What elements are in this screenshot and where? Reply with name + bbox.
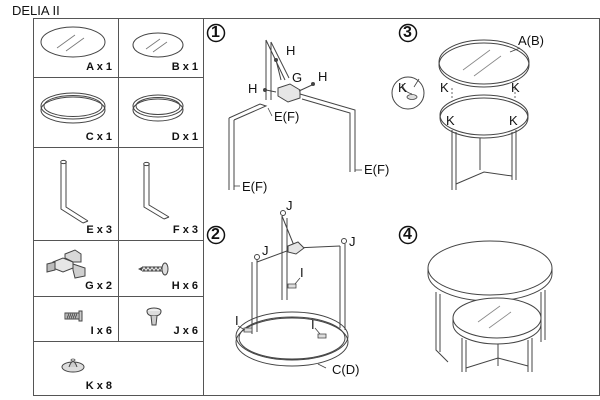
bolt-i-icon — [33, 296, 118, 341]
callout-g: G — [292, 70, 303, 85]
part-a-label: A x 1 — [86, 61, 112, 73]
part-a: A x 1 — [33, 18, 118, 77]
callout-i: I — [235, 313, 239, 328]
callout-i: I — [311, 317, 315, 332]
part-j-label: J x 6 — [173, 325, 198, 337]
part-i: I x 6 — [33, 296, 118, 341]
callout-ef: E(F) — [364, 162, 390, 177]
circle-icon — [398, 23, 418, 43]
callout-h: H — [286, 43, 296, 58]
connector-g-icon — [33, 240, 118, 296]
part-j: J x 6 — [118, 296, 204, 341]
screw-h-icon — [138, 240, 204, 296]
callout-cd: C(D) — [332, 362, 360, 377]
part-i-label: I x 6 — [90, 325, 112, 337]
page-title: DELIA II — [12, 3, 60, 18]
callout-ef: E(F) — [242, 179, 268, 194]
part-c: C x 1 — [33, 77, 118, 147]
part-k-label: K x 8 — [85, 380, 112, 392]
glass-top-large-icon — [33, 18, 118, 77]
pad-k-icon — [33, 341, 204, 396]
leg-tube-e-icon — [33, 147, 118, 240]
part-g: G x 2 — [33, 240, 118, 296]
circle-icon — [398, 225, 418, 245]
foot-cap-j-icon — [118, 296, 204, 341]
part-f-label: F x 3 — [172, 224, 198, 236]
callout-j: J — [286, 198, 293, 213]
part-b: B x 1 — [118, 18, 204, 77]
circle-icon — [206, 225, 226, 245]
step-1-marker: 1 — [208, 24, 217, 42]
part-k: K x 8 — [33, 341, 204, 396]
callout-k: K — [440, 80, 449, 95]
callout-ef: E(F) — [274, 109, 300, 124]
callout-j: J — [349, 234, 356, 249]
callout-k: K — [509, 113, 518, 128]
part-g-label: G x 2 — [85, 280, 112, 292]
part-d: D x 1 — [118, 77, 204, 147]
part-h-label: H x 6 — [171, 280, 198, 292]
parts-divider — [33, 341, 204, 342]
callout-k: K — [446, 113, 455, 128]
part-c-label: C x 1 — [85, 131, 112, 143]
callout-k: K — [511, 80, 520, 95]
callout-h: H — [318, 69, 328, 84]
callout-h: H — [248, 81, 258, 96]
ring-small-icon — [118, 77, 204, 147]
circle-icon — [206, 23, 226, 43]
part-b-label: B x 1 — [171, 61, 198, 73]
callout-j: J — [262, 243, 269, 258]
part-e-label: E x 3 — [86, 224, 112, 236]
callout-ab: A(B) — [518, 33, 544, 48]
step-2-marker: 2 — [208, 226, 217, 244]
step-3-marker: 3 — [400, 24, 409, 42]
part-d-label: D x 1 — [171, 131, 198, 143]
callout-k: K — [398, 80, 407, 95]
part-e: E x 3 — [33, 147, 118, 240]
ring-large-icon — [33, 77, 118, 147]
glass-top-small-icon — [118, 18, 204, 77]
parts-list — [33, 18, 204, 396]
parts-divider — [118, 18, 119, 341]
step-4-marker: 4 — [400, 226, 409, 244]
callout-i: I — [300, 265, 304, 280]
leg-tube-f-icon — [118, 147, 204, 240]
part-f: F x 3 — [118, 147, 204, 240]
part-h: H x 6 — [118, 240, 204, 296]
